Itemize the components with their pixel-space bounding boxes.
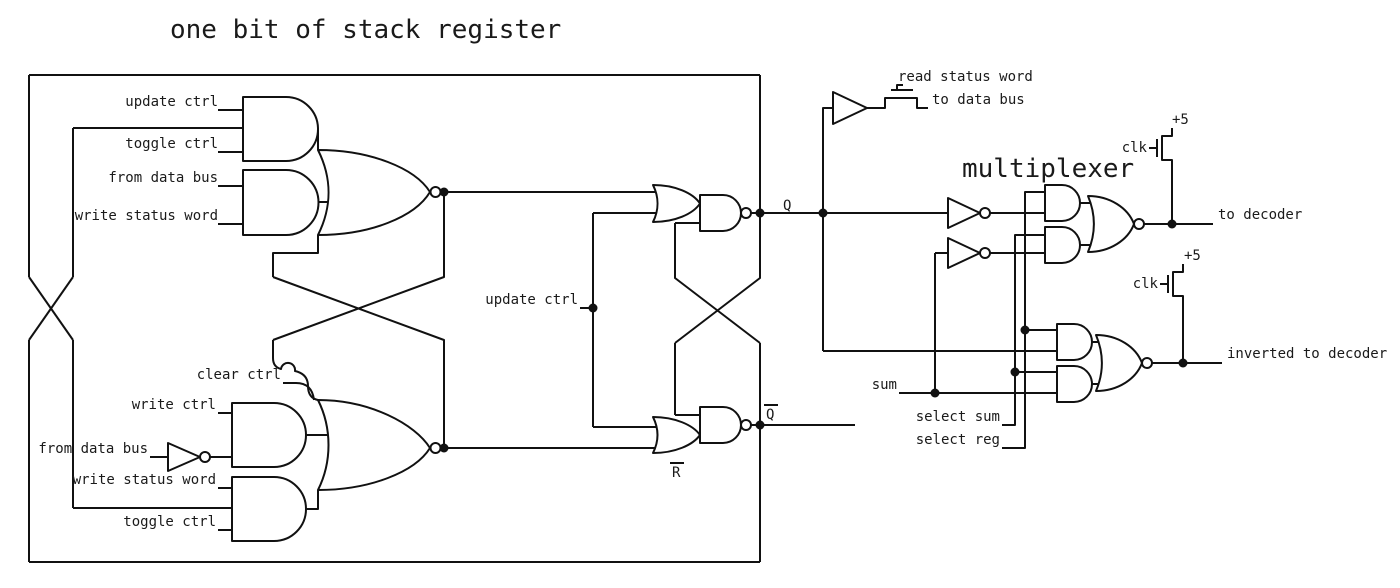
clk-lower-label: clk	[1133, 276, 1159, 292]
and-gate-selsum-sum	[1044, 226, 1081, 264]
feedback-loop-outline	[28, 74, 761, 563]
pullup-upper-channel	[1161, 128, 1173, 224]
and4-to-nor-connector	[306, 490, 319, 510]
lower-input-cluster: clear ctrl write ctrl from data bus writ…	[38, 367, 442, 542]
multiplexer-heading: multiplexer	[962, 154, 1134, 184]
nand-qbar-bubble	[740, 419, 752, 431]
write-status-word-lower-label: write status word	[73, 472, 216, 488]
toggle-ctrl-lower-label: toggle ctrl	[123, 514, 216, 530]
left-cross-wire-b	[28, 276, 74, 341]
sum-to-inverter-wire	[934, 252, 948, 393]
nor-gate-reset	[317, 399, 431, 491]
sum-label: sum	[872, 377, 897, 393]
select-sum-label: select sum	[916, 409, 1000, 425]
or-gate-set-side	[652, 184, 701, 223]
update-ctrl-label: update ctrl	[125, 94, 218, 110]
select-reg-rail	[1002, 191, 1045, 449]
plus5-lower-label: +5	[1184, 248, 1201, 264]
nor-set-output-bubble	[429, 186, 442, 198]
select-reg-label: select reg	[916, 432, 1000, 448]
nor-cross-coupling	[272, 192, 445, 448]
latch-cross-wire-q-in	[674, 213, 761, 416]
to-decoder-label: to decoder	[1218, 207, 1302, 223]
nand-gate-qbar	[699, 406, 742, 444]
inverter-from-data-bus-bubble	[199, 451, 211, 463]
sr-latch: update ctrl Q Q R	[440, 184, 948, 481]
update-ctrl-rail	[580, 212, 660, 428]
inverter-q-triangle	[947, 197, 981, 229]
pullup-lower: clk +5	[1133, 248, 1201, 363]
update-ctrl-mid-label: update ctrl	[485, 292, 578, 308]
pullup-lower-channel	[1172, 264, 1184, 363]
nor-inverted-decoder-bubble	[1141, 357, 1153, 369]
junction-select-reg	[1020, 325, 1030, 335]
from-data-bus-label: from data bus	[108, 170, 218, 186]
toggle-ctrl-label: toggle ctrl	[125, 136, 218, 152]
and-gate-selsum-sum-inv	[1056, 365, 1093, 403]
and-gate-write-databus	[231, 402, 307, 468]
junction-update-ctrl	[588, 303, 598, 313]
nor-to-decoder-bubble	[1133, 218, 1145, 230]
multiplexer-block: multiplexer to decoder sum select sum se…	[822, 154, 1387, 449]
upper-input-cluster: update ctrl toggle ctrl from data bus wr…	[75, 94, 442, 277]
junction-reset-output	[439, 443, 449, 453]
q-to-lower-and-wire	[822, 213, 1057, 352]
inverted-to-decoder-label: inverted to decoder	[1227, 346, 1387, 362]
nand-q-bubble	[740, 207, 752, 219]
nor-gate-to-decoder	[1087, 195, 1135, 253]
select-sum-rail	[1002, 234, 1045, 426]
latch-cross-wire-qbar-in	[674, 222, 761, 425]
from-data-bus-lower-label: from data bus	[38, 441, 148, 457]
junction-to-decoder	[1167, 219, 1177, 229]
pass-transistor-gate	[891, 84, 913, 91]
pass-transistor-channel	[867, 97, 928, 109]
read-status-word-label: read status word	[898, 69, 1033, 85]
pullup-lower-gate	[1160, 275, 1169, 293]
inverter-from-data-bus	[167, 442, 201, 472]
and-gate-selreg-q	[1044, 184, 1081, 222]
junction-inverted-to-decoder	[1178, 358, 1188, 368]
or-gate-reset-side	[652, 416, 701, 454]
junction-select-sum	[1010, 367, 1020, 377]
junction-q-branch	[818, 208, 828, 218]
pullup-upper: clk +5	[1122, 112, 1189, 224]
inverter-sum-triangle	[947, 237, 981, 269]
pullup-upper-gate	[1149, 139, 1158, 157]
write-status-word-label: write status word	[75, 208, 218, 224]
junction-set-output	[439, 187, 449, 197]
junction-qbar	[755, 420, 765, 430]
to-data-bus-label: to data bus	[932, 92, 1025, 108]
clear-ctrl-label: clear ctrl	[197, 367, 281, 383]
write-ctrl-label: write ctrl	[132, 397, 216, 413]
plus5-upper-label: +5	[1172, 112, 1189, 128]
inverter-sum-bubble	[979, 247, 991, 259]
junction-dots	[439, 187, 1188, 453]
junction-sum-branch	[930, 388, 940, 398]
nor-gate-inverted-decoder	[1095, 334, 1143, 392]
and-gate-databus-wsw	[242, 169, 320, 236]
and-gate-selreg-q-inv	[1056, 323, 1093, 361]
q-label: Q	[783, 198, 791, 214]
nand-gate-q	[699, 194, 742, 232]
qbar-label: Q	[766, 407, 774, 423]
junction-q	[755, 208, 765, 218]
rbar-label: R	[672, 465, 681, 481]
inverter-q-bubble	[979, 207, 991, 219]
clk-upper-label: clk	[1122, 140, 1148, 156]
and-gate-wsw-toggle	[231, 476, 307, 542]
schematic-title: one bit of stack register	[170, 15, 561, 45]
readout-buffer: read status word to data bus	[822, 69, 1033, 213]
q-to-buffer-wire	[822, 107, 833, 213]
nor-gate-set	[317, 149, 431, 236]
and-gate-update-toggle	[242, 96, 319, 162]
nor-reset-output-bubble	[429, 442, 442, 454]
set-to-reset-feedback-wire	[272, 192, 445, 401]
readout-buffer-triangle	[832, 91, 868, 125]
nor-set-feedback-stub	[272, 235, 319, 277]
reset-to-set-feedback-wire	[272, 276, 445, 448]
